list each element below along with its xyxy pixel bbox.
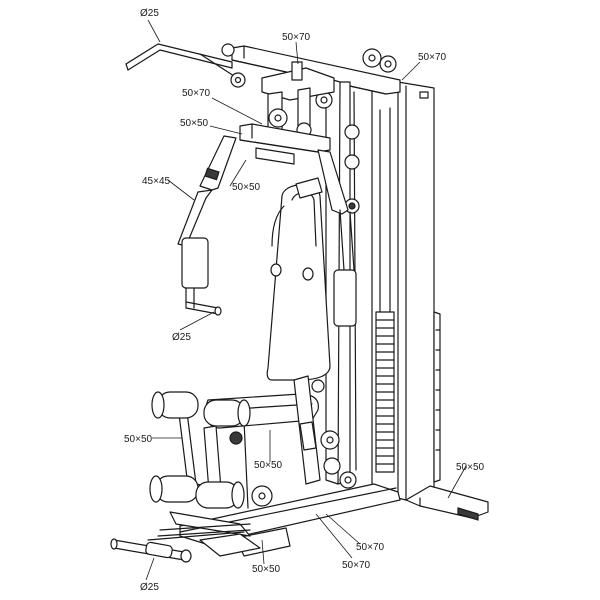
- rear-base-foot: [405, 485, 489, 521]
- press-arm-left: [177, 135, 237, 316]
- label-top-bar-dia: Ø25: [140, 8, 159, 19]
- label-front-base: 50×50: [252, 564, 281, 575]
- label-leg-frame-mid: 50×50: [254, 460, 283, 471]
- label-leg-frame-left: 50×50: [124, 434, 153, 445]
- label-foot-bar-dia: Ø25: [140, 582, 159, 593]
- roller-pads: [149, 391, 251, 509]
- label-top-beam: 50×70: [282, 32, 311, 43]
- label-rear-base: 50×50: [456, 462, 485, 473]
- leader-lines: [145, 19, 467, 581]
- dimension-labels: Ø25 50×70 50×70 50×70 50×50 50×50 45×45 …: [124, 8, 485, 593]
- press-crossbar: [239, 123, 331, 165]
- label-press-arm: 45×45: [142, 176, 171, 187]
- label-upright-top: 50×70: [418, 52, 447, 63]
- weight-stack-tower: [371, 81, 441, 501]
- label-press-pivot: 50×50: [232, 182, 261, 193]
- label-press-arm-top: 50×70: [182, 88, 211, 99]
- foot-press: [110, 511, 261, 563]
- label-press-frame: 50×50: [180, 118, 209, 129]
- label-base-low-2: 50×70: [342, 560, 371, 571]
- label-base-low-1: 50×70: [356, 542, 385, 553]
- label-handle-dia: Ø25: [172, 332, 191, 343]
- back-pad: [266, 177, 331, 381]
- press-arm-right: [317, 149, 357, 327]
- arm-pivot-frame: [261, 61, 335, 138]
- top-beam: [221, 43, 401, 95]
- lat-bar: [125, 43, 246, 88]
